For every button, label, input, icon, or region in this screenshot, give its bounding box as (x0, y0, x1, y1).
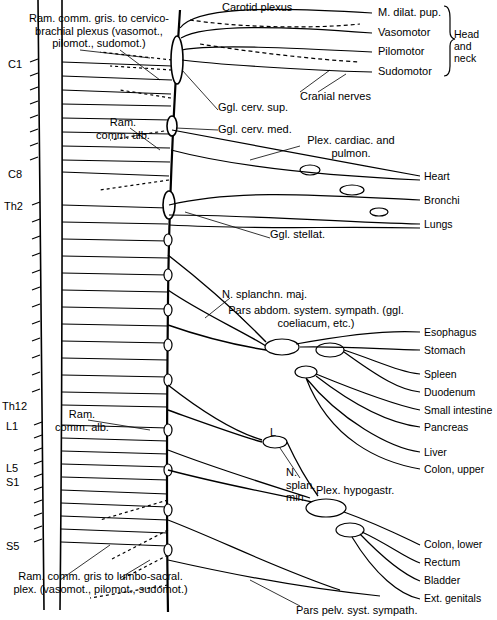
anatomy-label: Ram. comm. gris to lumbo-sacral. plex. (… (8, 570, 193, 595)
root-ticks (30, 59, 42, 542)
anatomy-label: Ext. genitals (424, 592, 481, 604)
anatomy-label: Ram. comm. gris. to cervico-brachial ple… (14, 12, 184, 50)
anatomy-label: Plex. hypogastr. (316, 484, 394, 497)
anatomy-label: Esophagus (424, 326, 477, 338)
chain-ganglia (164, 234, 172, 556)
cardiac-plexus-loops (300, 165, 388, 216)
anatomy-label: Plex. cardiac. and pulmon. (296, 134, 406, 159)
anatomy-label: Bladder (424, 574, 460, 586)
spinal-cord (38, 0, 62, 610)
anatomy-label: Pilomotor (378, 45, 424, 58)
anatomy-label: L1 (6, 420, 18, 433)
head-brace (444, 6, 455, 76)
anatomy-label: Pars abdom. system. sympath. (ggl. coeli… (226, 304, 406, 329)
gray-rami (90, 52, 172, 598)
nerve-drawing (30, 0, 455, 612)
anatomy-label: Stomach (424, 344, 465, 356)
anatomy-label: Lungs (424, 218, 453, 230)
anatomy-label: Liver (424, 446, 447, 458)
mesenteric-ganglion (316, 343, 344, 357)
anatomy-label: Spleen (424, 368, 457, 380)
anatomy-label: Pars pelv. syst. sympath. (296, 604, 417, 617)
anatomy-label: S5 (6, 540, 19, 553)
lesser-splanchnic (168, 385, 262, 442)
anatomy-label: C8 (8, 168, 22, 181)
anatomy-label: Vasomotor (378, 26, 430, 39)
head-branches (180, 9, 372, 72)
abdominal-branches (296, 332, 420, 470)
anatomy-label: Colon, upper (424, 463, 484, 475)
anatomy-label: Ggl. cerv. med. (218, 123, 292, 136)
anatomy-label: Th12 (2, 400, 27, 413)
anatomy-label: C1 (8, 58, 22, 71)
anatomy-label: Duodenum (424, 386, 475, 398)
anatomy-label: Cranial nerves (300, 90, 371, 103)
anatomy-label: L5 (6, 462, 18, 475)
hypogastric-plexus (306, 499, 346, 517)
anatomy-label: Ram. comm. alb. (54, 408, 110, 433)
greater-splanchnic (168, 255, 266, 350)
anatomy-label: N. splanchn. maj. (222, 288, 307, 301)
anatomy-label: Bronchi (424, 194, 460, 206)
anatomy-label: Pancreas (424, 421, 468, 433)
coeliac-ganglion (265, 339, 299, 355)
anatomy-label: Heart (424, 170, 450, 182)
segmental-nerves (61, 62, 172, 546)
anatomy-label: Ggl. cerv. sup. (218, 101, 288, 114)
middle-cervical-ganglion (167, 116, 177, 136)
anatomy-label: Small intestine (424, 404, 492, 416)
anatomy-label: M. dilat. pup. (378, 6, 441, 19)
anatomy-label: Ram. comm. alb. (92, 116, 154, 141)
anatomy-label: L (270, 426, 276, 439)
carotid-plexus (190, 20, 360, 62)
anatomy-label: Carotid plexus (222, 1, 292, 14)
pelvic-branches (168, 512, 420, 599)
superior-cervical-ganglion (171, 36, 183, 84)
anatomy-label: Rectum (424, 556, 460, 568)
anatomy-label: Ggl. stellat. (270, 228, 325, 241)
aorticorenal-ganglion (295, 366, 317, 378)
anatomy-label: Head and neck (454, 28, 496, 64)
cardiac-pulmonary-branches (169, 130, 420, 228)
pelvic-plexus (336, 523, 364, 537)
anatomy-label: S1 (6, 476, 19, 489)
anatomy-label: Th2 (4, 200, 23, 213)
anatomy-label: Colon, lower (424, 538, 482, 550)
anatomy-label: Sudomotor (378, 65, 432, 78)
